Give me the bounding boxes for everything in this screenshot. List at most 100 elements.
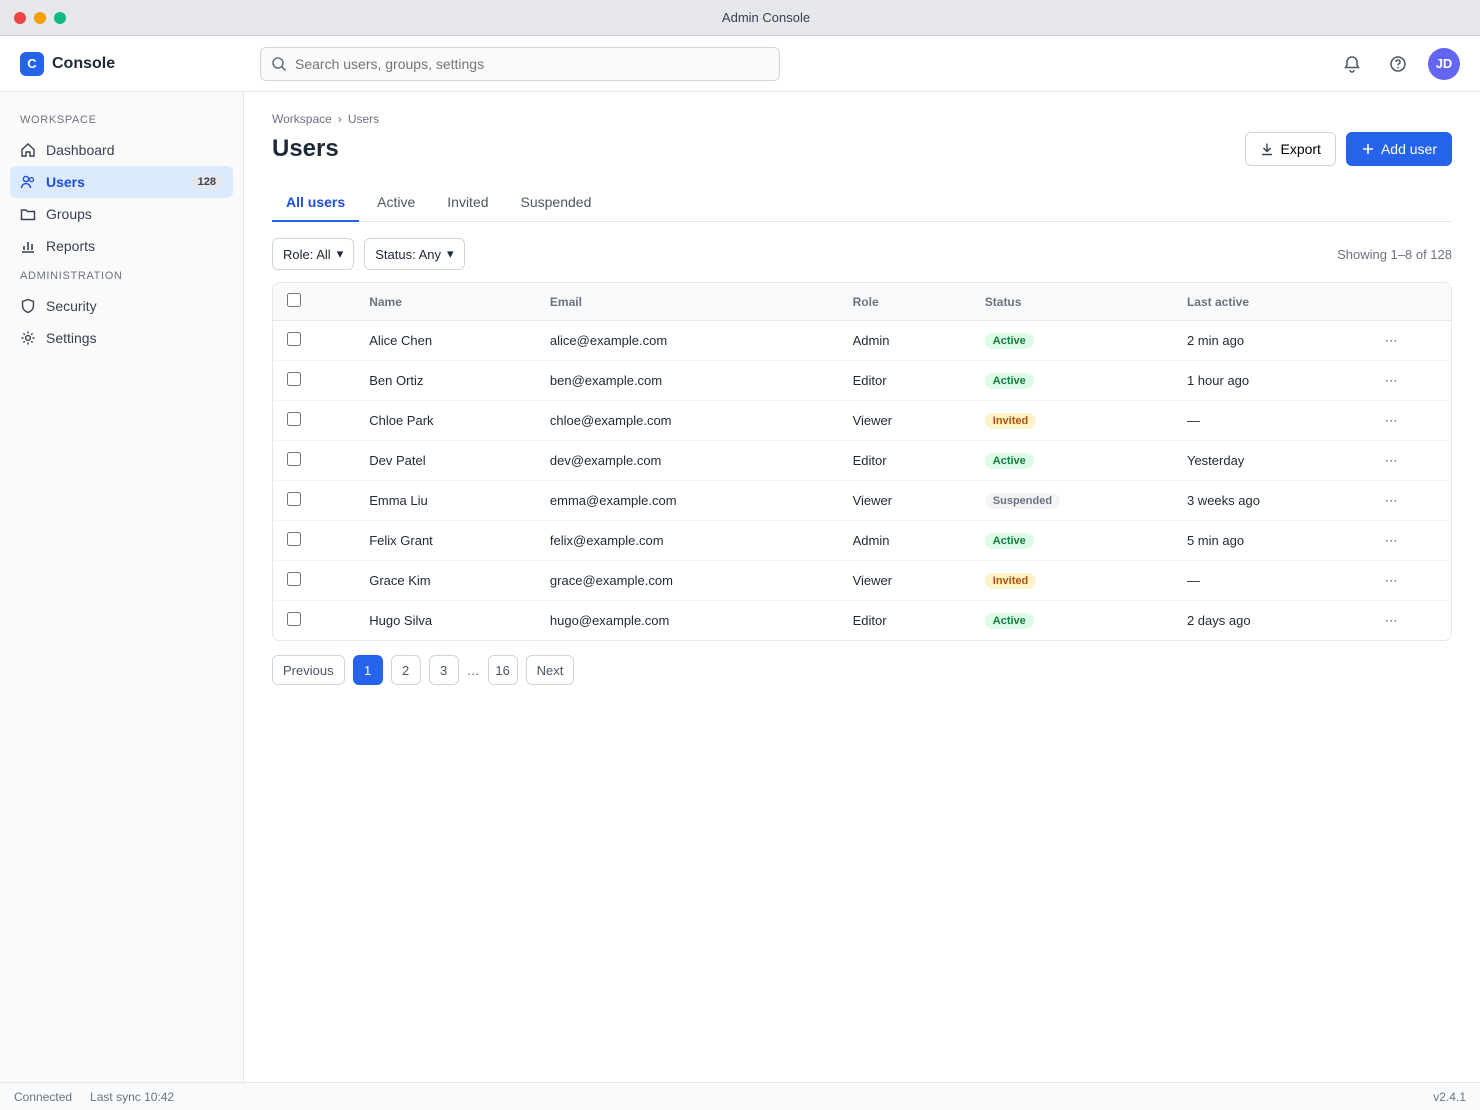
next-page-button[interactable]: Next (525, 655, 575, 685)
row-checkbox[interactable] (287, 412, 301, 426)
user-email-cell: chloe@example.com (535, 400, 839, 441)
help-button[interactable] (1382, 48, 1414, 80)
user-name-cell[interactable]: Alice Chen (355, 320, 536, 361)
page-button[interactable]: 2 (390, 655, 421, 685)
brand[interactable]: C Console (20, 51, 244, 76)
row-checkbox[interactable] (287, 452, 301, 466)
role-filter-dropdown[interactable]: Role: All ▾ (272, 238, 355, 270)
sidebar-item-settings[interactable]: Settings (10, 322, 233, 354)
status-badge: Invited (984, 413, 1037, 429)
page-button[interactable]: 16 (487, 655, 518, 685)
row-checkbox[interactable] (287, 492, 301, 506)
user-role-cell: Editor (838, 360, 971, 401)
column-header-name[interactable]: Name (355, 283, 536, 321)
connection-status: Connected (14, 1089, 73, 1104)
chevron-down-icon: ▾ (447, 246, 454, 261)
close-window-button[interactable] (14, 11, 26, 24)
more-options-icon[interactable]: ⋯ (1384, 372, 1398, 388)
row-checkbox[interactable] (287, 532, 301, 546)
previous-page-button[interactable]: Previous (272, 655, 345, 685)
add-user-button[interactable]: Add user (1345, 132, 1452, 166)
export-button[interactable]: Export (1245, 132, 1336, 166)
sidebar-item-users[interactable]: Users 128 (10, 166, 233, 198)
user-email-cell: grace@example.com (535, 560, 839, 601)
user-name-cell[interactable]: Felix Grant (355, 520, 536, 561)
window-title: Admin Console (721, 10, 811, 25)
page-title-row: Users Export Add user (272, 132, 1452, 166)
user-name-cell[interactable]: Chloe Park (355, 400, 536, 441)
status-badge: Active (984, 533, 1034, 549)
breadcrumb: Workspace › Users (272, 112, 1452, 126)
page-button[interactable]: 1 (352, 655, 383, 685)
more-options-icon[interactable]: ⋯ (1384, 612, 1398, 628)
user-email-cell: hugo@example.com (549, 613, 670, 628)
user-role-cell: Viewer (838, 480, 971, 521)
avatar[interactable]: JD (1428, 47, 1460, 80)
user-name-cell[interactable]: Ben Ortiz (355, 360, 536, 401)
column-header-email[interactable]: Email (535, 283, 839, 321)
plus-icon (1361, 142, 1375, 156)
tab-all-users[interactable]: All users (272, 184, 360, 222)
download-icon (1260, 142, 1274, 156)
more-options-icon[interactable]: ⋯ (1384, 572, 1398, 588)
page-button[interactable]: 3 (428, 655, 459, 685)
sidebar-heading-workspace: Workspace (20, 114, 97, 126)
sidebar-item-security[interactable]: Security (10, 290, 233, 322)
minimize-window-button[interactable] (34, 11, 46, 24)
more-options-icon[interactable]: ⋯ (1384, 452, 1398, 468)
tab-active[interactable]: Active (377, 194, 416, 210)
maximize-window-button[interactable] (54, 11, 66, 24)
row-checkbox[interactable] (287, 612, 301, 626)
row-checkbox[interactable] (287, 372, 301, 386)
user-name-cell[interactable]: Emma Liu (355, 480, 536, 521)
brand-name: Console (52, 54, 116, 72)
search-input[interactable] (295, 55, 769, 72)
more-options-icon[interactable]: ⋯ (1384, 412, 1398, 428)
select-all-checkbox[interactable] (287, 293, 301, 307)
status-filter-dropdown[interactable]: Status: Any ▾ (364, 238, 465, 270)
column-header-role[interactable]: Role (838, 283, 971, 321)
tab-invited[interactable]: Invited (447, 194, 489, 210)
sidebar-item-reports[interactable]: Reports (10, 230, 233, 262)
user-name-cell[interactable]: Dev Patel (355, 440, 536, 481)
more-options-icon[interactable]: ⋯ (1384, 492, 1398, 508)
column-header-status[interactable]: Status (970, 283, 1173, 321)
tab-bar: All users Active Invited Suspended (272, 184, 1452, 222)
row-checkbox[interactable] (287, 572, 301, 586)
notifications-button[interactable] (1336, 48, 1368, 80)
status-badge: Active (984, 333, 1034, 349)
user-role-cell: Editor (838, 440, 971, 481)
sidebar-item-label: Groups (46, 206, 92, 222)
gear-icon (20, 330, 36, 346)
user-email-cell: ben@example.com (535, 360, 839, 401)
last-active-cell: Yesterday (1172, 440, 1371, 481)
sidebar-item-groups[interactable]: Groups (10, 198, 233, 230)
page-actions: Export Add user (1245, 132, 1452, 166)
more-options-icon[interactable]: ⋯ (1384, 332, 1398, 348)
user-name-cell[interactable]: Hugo Silva (369, 613, 433, 628)
home-icon (20, 142, 36, 158)
status-bar: Connected Last sync 10:42 v2.4.1 (0, 1082, 1480, 1110)
tab-suspended[interactable]: Suspended (520, 194, 592, 210)
breadcrumb-item: Users (347, 112, 380, 126)
sidebar-item-dashboard[interactable]: Dashboard (10, 134, 233, 166)
chart-icon (20, 238, 36, 254)
user-name-cell[interactable]: Grace Kim (355, 560, 536, 601)
search-box[interactable] (260, 46, 780, 81)
breadcrumb-item[interactable]: Workspace (272, 112, 332, 126)
column-header-last-active[interactable]: Last active (1172, 283, 1371, 321)
bell-icon (1343, 55, 1361, 73)
add-user-button-label: Add user (1380, 141, 1437, 157)
folder-icon (20, 206, 36, 222)
user-role-cell: Admin (838, 520, 971, 561)
more-options-icon[interactable]: ⋯ (1384, 532, 1398, 548)
row-checkbox[interactable] (287, 332, 301, 346)
